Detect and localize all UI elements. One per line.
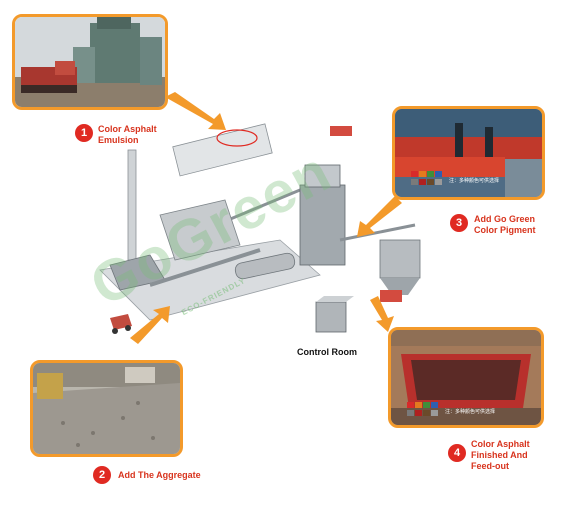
step-2-badge: 2 <box>93 466 111 484</box>
step-4-label: Color Asphalt Finished And Feed-out <box>471 439 530 471</box>
step-1-label: Color Asphalt Emulsion <box>98 124 157 145</box>
step-4-badge: 4 <box>448 444 466 462</box>
photo-asphalt-emulsion <box>12 14 168 110</box>
arrow-step-2 <box>130 306 170 344</box>
color-swatches-bottom <box>411 179 442 185</box>
mixing-tower <box>299 184 346 266</box>
color-swatches-top <box>411 171 442 177</box>
control-room-roof <box>316 296 354 302</box>
step-3-badge: 3 <box>450 214 468 232</box>
control-room-label: Control Room <box>297 347 357 357</box>
photo-aggregate-art <box>33 363 180 454</box>
swatch <box>419 179 426 185</box>
swatch <box>411 171 418 177</box>
tanker-truck <box>330 126 352 136</box>
swatch <box>423 410 430 416</box>
control-room-building <box>315 301 347 333</box>
swatch <box>427 179 434 185</box>
photo-color-pigment: 注：多种颜色可供选择 <box>392 106 545 200</box>
process-arrows <box>130 92 402 344</box>
truck-note: 注：多种颜色可供选择 <box>445 409 496 415</box>
loader-wheel <box>125 325 131 331</box>
photo-color-pigment-art <box>395 109 542 197</box>
photo-aggregate <box>30 360 183 457</box>
color-swatches-truck-bottom <box>407 410 438 416</box>
swatch <box>435 171 442 177</box>
pigment-note: 注：多种颜色可供选择 <box>449 178 500 184</box>
swatch <box>415 410 422 416</box>
swatch <box>423 402 430 408</box>
arrow-step-3 <box>357 196 402 237</box>
loader-wheel <box>112 328 118 334</box>
swatch <box>419 171 426 177</box>
mixing-tower-top <box>304 164 341 188</box>
step-3-label: Add Go Green Color Pigment <box>474 214 536 235</box>
swatch <box>415 402 422 408</box>
storage-silo <box>379 239 421 279</box>
photo-asphalt-emulsion-art <box>15 17 165 107</box>
dump-truck <box>380 290 402 302</box>
arrow-step-4 <box>370 296 394 332</box>
swatch <box>431 410 438 416</box>
swatch <box>435 179 442 185</box>
tank-highlight-ellipse <box>216 129 258 147</box>
photo-finished-asphalt: 注：多种颜色可供选择 <box>388 327 544 428</box>
drum-dryer <box>234 252 296 280</box>
arrow-step-1 <box>165 92 226 130</box>
swatch <box>411 179 418 185</box>
step-2-label: Add The Aggregate <box>118 470 201 480</box>
color-swatches-truck-top <box>407 402 438 408</box>
baghouse <box>159 199 241 261</box>
swatch <box>407 402 414 408</box>
swatch <box>407 410 414 416</box>
silo-conveyor <box>339 223 416 242</box>
step-1-badge: 1 <box>75 124 93 142</box>
photo-finished-asphalt-art <box>391 330 541 425</box>
swatch <box>427 171 434 177</box>
conveyor-belt <box>149 248 261 287</box>
swatch <box>431 402 438 408</box>
